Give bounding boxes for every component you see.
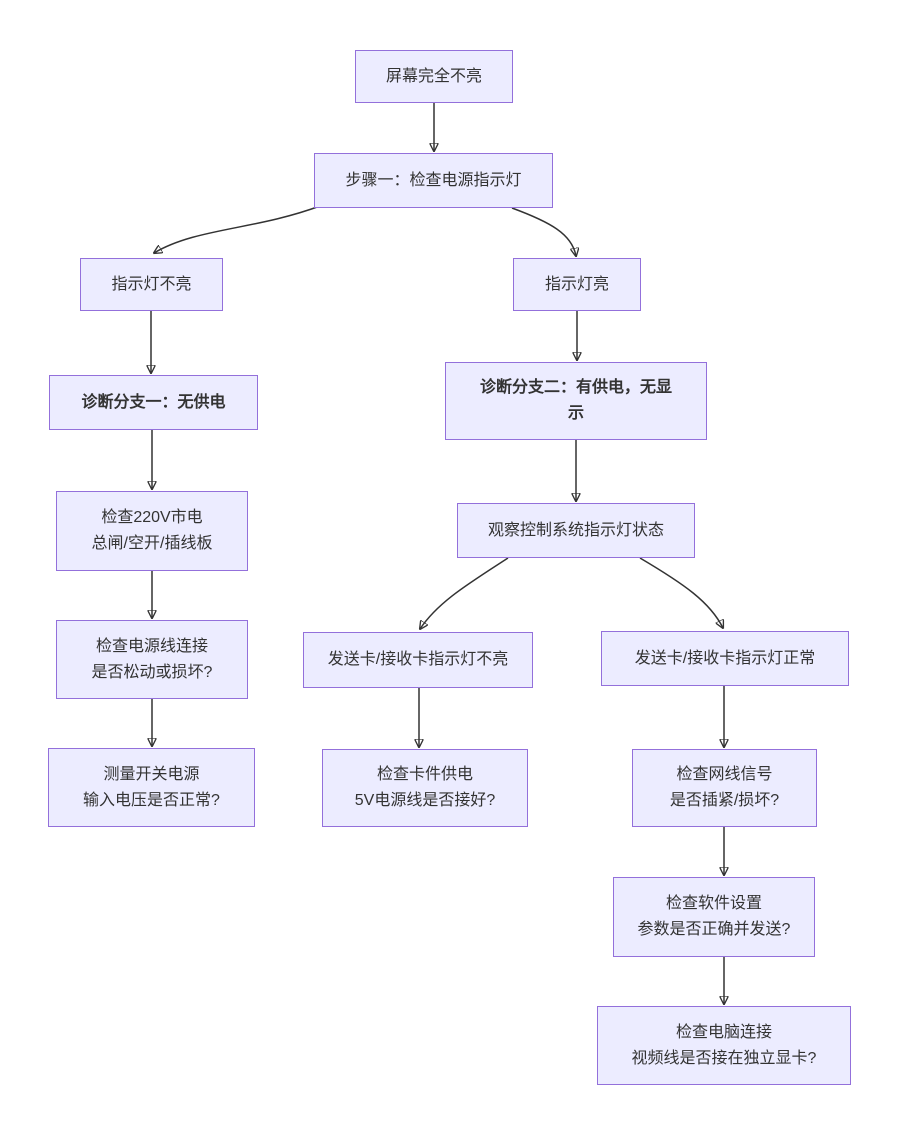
edge-observe-to-card-off [420, 557, 509, 629]
node-check-mains: 检查220V市电 总闸/空开/插线板 [56, 491, 248, 571]
edge-step1-to-led-on [511, 207, 576, 256]
node-step1: 步骤一：检查电源指示灯 [314, 153, 553, 208]
edge-observe-to-card-ok [639, 557, 723, 628]
node-branch2: 诊断分支二：有供电，无显 示 [445, 362, 707, 440]
node-check-cable: 检查网线信号 是否插紧/损坏? [632, 749, 817, 827]
node-start: 屏幕完全不亮 [355, 50, 513, 103]
node-led-on: 指示灯亮 [513, 258, 641, 311]
node-check-software: 检查软件设置 参数是否正确并发送? [613, 877, 815, 957]
node-observe: 观察控制系统指示灯状态 [457, 503, 695, 558]
edge-step1-to-led-off [154, 205, 321, 253]
node-measure-psu: 测量开关电源 输入电压是否正常? [48, 748, 255, 827]
node-check-pc: 检查电脑连接 视频线是否接在独立显卡? [597, 1006, 851, 1085]
node-card-ok: 发送卡/接收卡指示灯正常 [601, 631, 849, 686]
node-check-cord: 检查电源线连接 是否松动或损坏? [56, 620, 248, 699]
node-check-card-power: 检查卡件供电 5V电源线是否接好? [322, 749, 528, 827]
node-led-off: 指示灯不亮 [80, 258, 223, 311]
node-card-off: 发送卡/接收卡指示灯不亮 [303, 632, 533, 688]
node-branch1: 诊断分支一：无供电 [49, 375, 258, 430]
